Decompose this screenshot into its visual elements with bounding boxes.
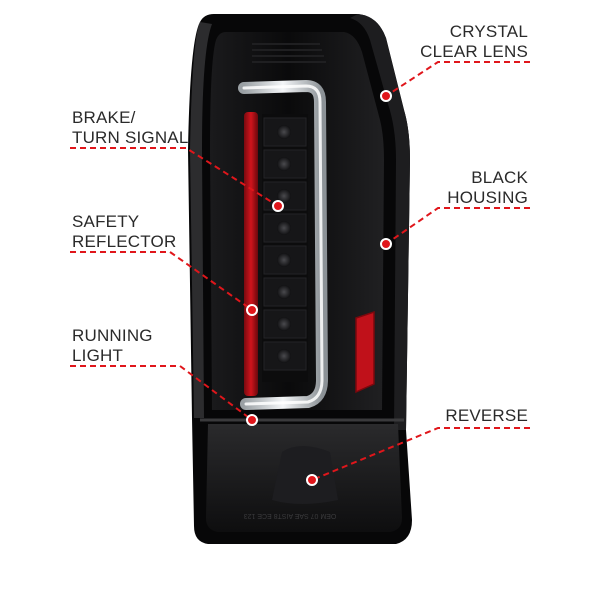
callout-dot-lens xyxy=(380,90,392,102)
callout-black-housing: BLACK HOUSING xyxy=(447,168,528,208)
callout-line-housing xyxy=(385,207,530,245)
callout-dot-brake xyxy=(272,200,284,212)
top-ribs xyxy=(252,43,326,63)
running-light-glow xyxy=(242,84,324,406)
safety-reflector-side xyxy=(355,310,375,394)
callout-text-line: SAFETY xyxy=(72,212,140,231)
led-array xyxy=(262,114,308,382)
callout-dots xyxy=(246,90,392,486)
housing-right-edge xyxy=(350,14,410,430)
callout-line-brake xyxy=(70,147,279,207)
callout-text-line: CLEAR LENS xyxy=(420,42,528,61)
callout-text-line: RUNNING xyxy=(72,326,153,345)
callout-brake-turn-signal: BRAKE/ TURN SIGNAL xyxy=(72,108,189,148)
callout-dot-housing xyxy=(380,238,392,250)
brake-red-strip xyxy=(244,112,258,396)
callout-dot-reflector xyxy=(246,304,258,316)
callout-text-line: HOUSING xyxy=(447,188,528,207)
callout-text-line: CRYSTAL xyxy=(449,22,528,41)
housing-left-edge xyxy=(190,22,212,418)
callout-reverse: REVERSE xyxy=(445,406,528,426)
callout-text-line: BLACK xyxy=(471,168,528,187)
callout-line-reflector xyxy=(70,251,253,311)
callout-dot-running xyxy=(246,414,258,426)
callout-dot-reverse xyxy=(306,474,318,486)
callout-text-line: REVERSE xyxy=(445,406,528,425)
callout-safety-reflector: SAFETY REFLECTOR xyxy=(72,212,176,252)
callout-line-running xyxy=(70,365,253,421)
lens-molding-text: OEM 07 SAE AIST8 ECE 123 xyxy=(244,512,337,519)
reverse-inner xyxy=(272,446,338,504)
callout-line-lens xyxy=(385,61,530,97)
callout-running-light: RUNNING LIGHT xyxy=(72,326,153,366)
callout-lines xyxy=(70,61,530,481)
callout-line-reverse xyxy=(311,427,530,481)
callout-text-line: LIGHT xyxy=(72,346,124,365)
callout-text-line: TURN SIGNAL xyxy=(72,128,189,147)
callout-text-line: REFLECTOR xyxy=(72,232,177,251)
callout-crystal-clear-lens: CRYSTAL CLEAR LENS xyxy=(420,22,528,62)
callout-text-line: BRAKE/ xyxy=(72,108,136,127)
